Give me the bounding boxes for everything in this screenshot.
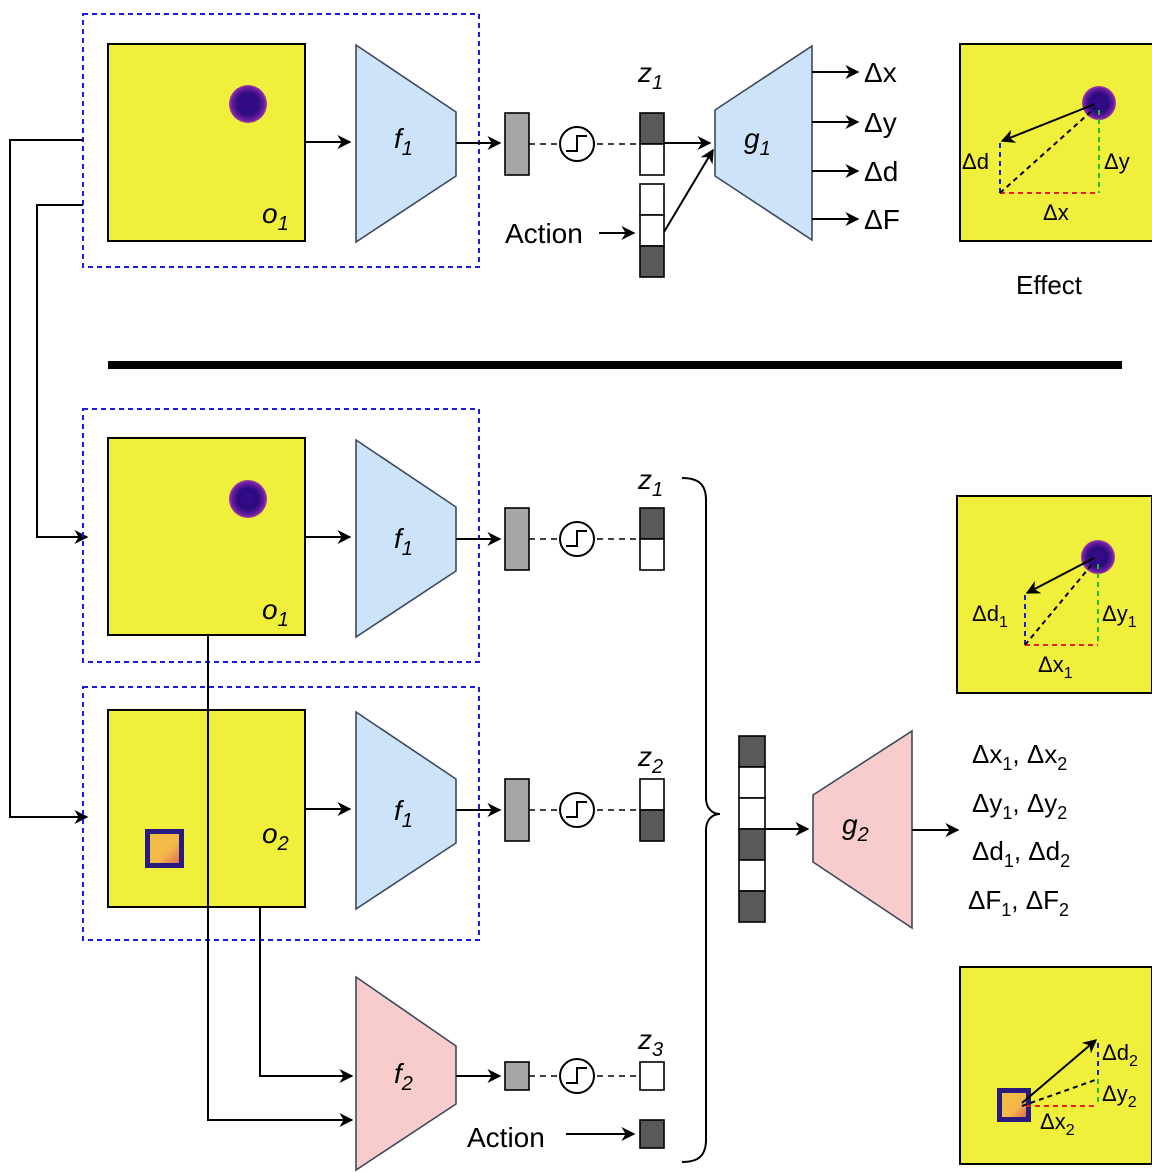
bottom-encoder-f1-a: f1: [355, 438, 457, 639]
bottom-z3-label: z3: [637, 1024, 663, 1061]
top-latent-z1: [639, 112, 665, 176]
output-dd: Δd: [864, 156, 898, 187]
bottom-dashed-box-1: [82, 408, 480, 663]
bottom-action-bit: [639, 1119, 665, 1149]
line-o1-to-f2: [207, 635, 354, 1127]
bottom-decoder-g2: g2: [812, 729, 913, 930]
svg-text:f1: f1: [394, 123, 413, 160]
bottom-encoder-f1-b: f1: [355, 710, 457, 911]
svg-text:Δx2: Δx2: [1040, 1109, 1075, 1139]
bottom-feature-vector-2: [504, 778, 530, 842]
svg-text:f1: f1: [394, 523, 413, 560]
svg-text:f2: f2: [394, 1058, 413, 1095]
svg-text:Δd2: Δd2: [1102, 1040, 1138, 1070]
bottom-section: o1 o2 f1 z1 f1: [82, 408, 1152, 1172]
bottom-latent-z2: [639, 778, 665, 842]
svg-text:Δy2: Δy2: [1102, 1081, 1137, 1111]
top-observation-o1: o1: [107, 43, 306, 242]
bottom-feature-vector-3: [504, 1061, 530, 1091]
top-action-label: Action: [505, 218, 583, 249]
svg-text:o1: o1: [262, 594, 289, 631]
output-dF: ΔF: [864, 204, 900, 235]
bottom-effect-panel-1: Δx1 Δy1 Δd1: [956, 495, 1152, 694]
svg-text:o2: o2: [262, 818, 289, 855]
step-function-icon: [559, 126, 595, 162]
bottom-output-dd: Δd1, Δd2: [972, 836, 1070, 871]
top-o1-label: o1: [262, 198, 289, 235]
bottom-z2-label: z2: [637, 741, 663, 778]
concat-brace: [681, 477, 721, 1163]
ball-object: [229, 85, 267, 123]
bottom-encoder-f2: f2: [355, 975, 457, 1172]
bottom-feature-vector-1: [504, 507, 530, 571]
top-section: o1 f1 z1 Action g1: [9, 13, 1152, 824]
line-o2-to-f2: [259, 907, 354, 1083]
svg-text:g1: g1: [744, 123, 771, 160]
svg-text:g2: g2: [842, 809, 869, 846]
bottom-action-label: Action: [467, 1122, 545, 1153]
top-outputs: Δx Δy Δd ΔF: [812, 57, 900, 235]
output-dy: Δy: [864, 107, 897, 138]
output-dx: Δx: [864, 57, 897, 88]
svg-text:Δx1: Δx1: [1038, 652, 1073, 682]
svg-text:f1: f1: [394, 795, 413, 832]
step-function-icon: [559, 521, 595, 557]
top-decoder-g1: g1: [714, 44, 813, 242]
bottom-outputs: Δx1, Δx2 Δy1, Δy2 Δd1, Δd2 ΔF1, ΔF2: [968, 739, 1070, 920]
bottom-output-dx: Δx1, Δx2: [972, 739, 1067, 774]
effect-caption: Effect: [1016, 270, 1083, 300]
bottom-observation-o2: o2: [107, 709, 306, 908]
bottom-output-dy: Δy1, Δy2: [972, 788, 1067, 823]
bottom-latent-z1: [639, 507, 665, 571]
bottom-output-dF: ΔF1, ΔF2: [968, 885, 1069, 920]
svg-text:Δd1: Δd1: [972, 601, 1008, 631]
top-effect-panel: Δx Δy Δd: [959, 43, 1152, 242]
bottom-effect-panel-2: Δx2 Δy2 Δd2: [959, 966, 1152, 1165]
top-feature-vector: [504, 112, 530, 176]
bottom-observation-o1: o1: [107, 437, 306, 636]
top-z1-label: z1: [637, 57, 663, 94]
arrow-action-to-g1: [663, 148, 714, 233]
concatenated-latent-vector: [738, 735, 766, 923]
svg-text:Δy1: Δy1: [1102, 601, 1137, 631]
top-action-vector: [639, 183, 665, 278]
step-function-icon: [559, 792, 595, 828]
top-encoder-f1: f1: [355, 43, 457, 244]
effect-dy: Δy: [1104, 149, 1130, 174]
bottom-latent-z3: [639, 1061, 665, 1091]
effect-dx: Δx: [1043, 200, 1069, 225]
step-function-icon: [559, 1058, 595, 1094]
effect-dd: Δd: [962, 149, 989, 174]
feed-line-to-o2: [9, 139, 89, 824]
bottom-dashed-box-2: [82, 686, 480, 941]
feed-line-to-o1: [36, 204, 89, 544]
bottom-z1-label: z1: [637, 464, 663, 501]
